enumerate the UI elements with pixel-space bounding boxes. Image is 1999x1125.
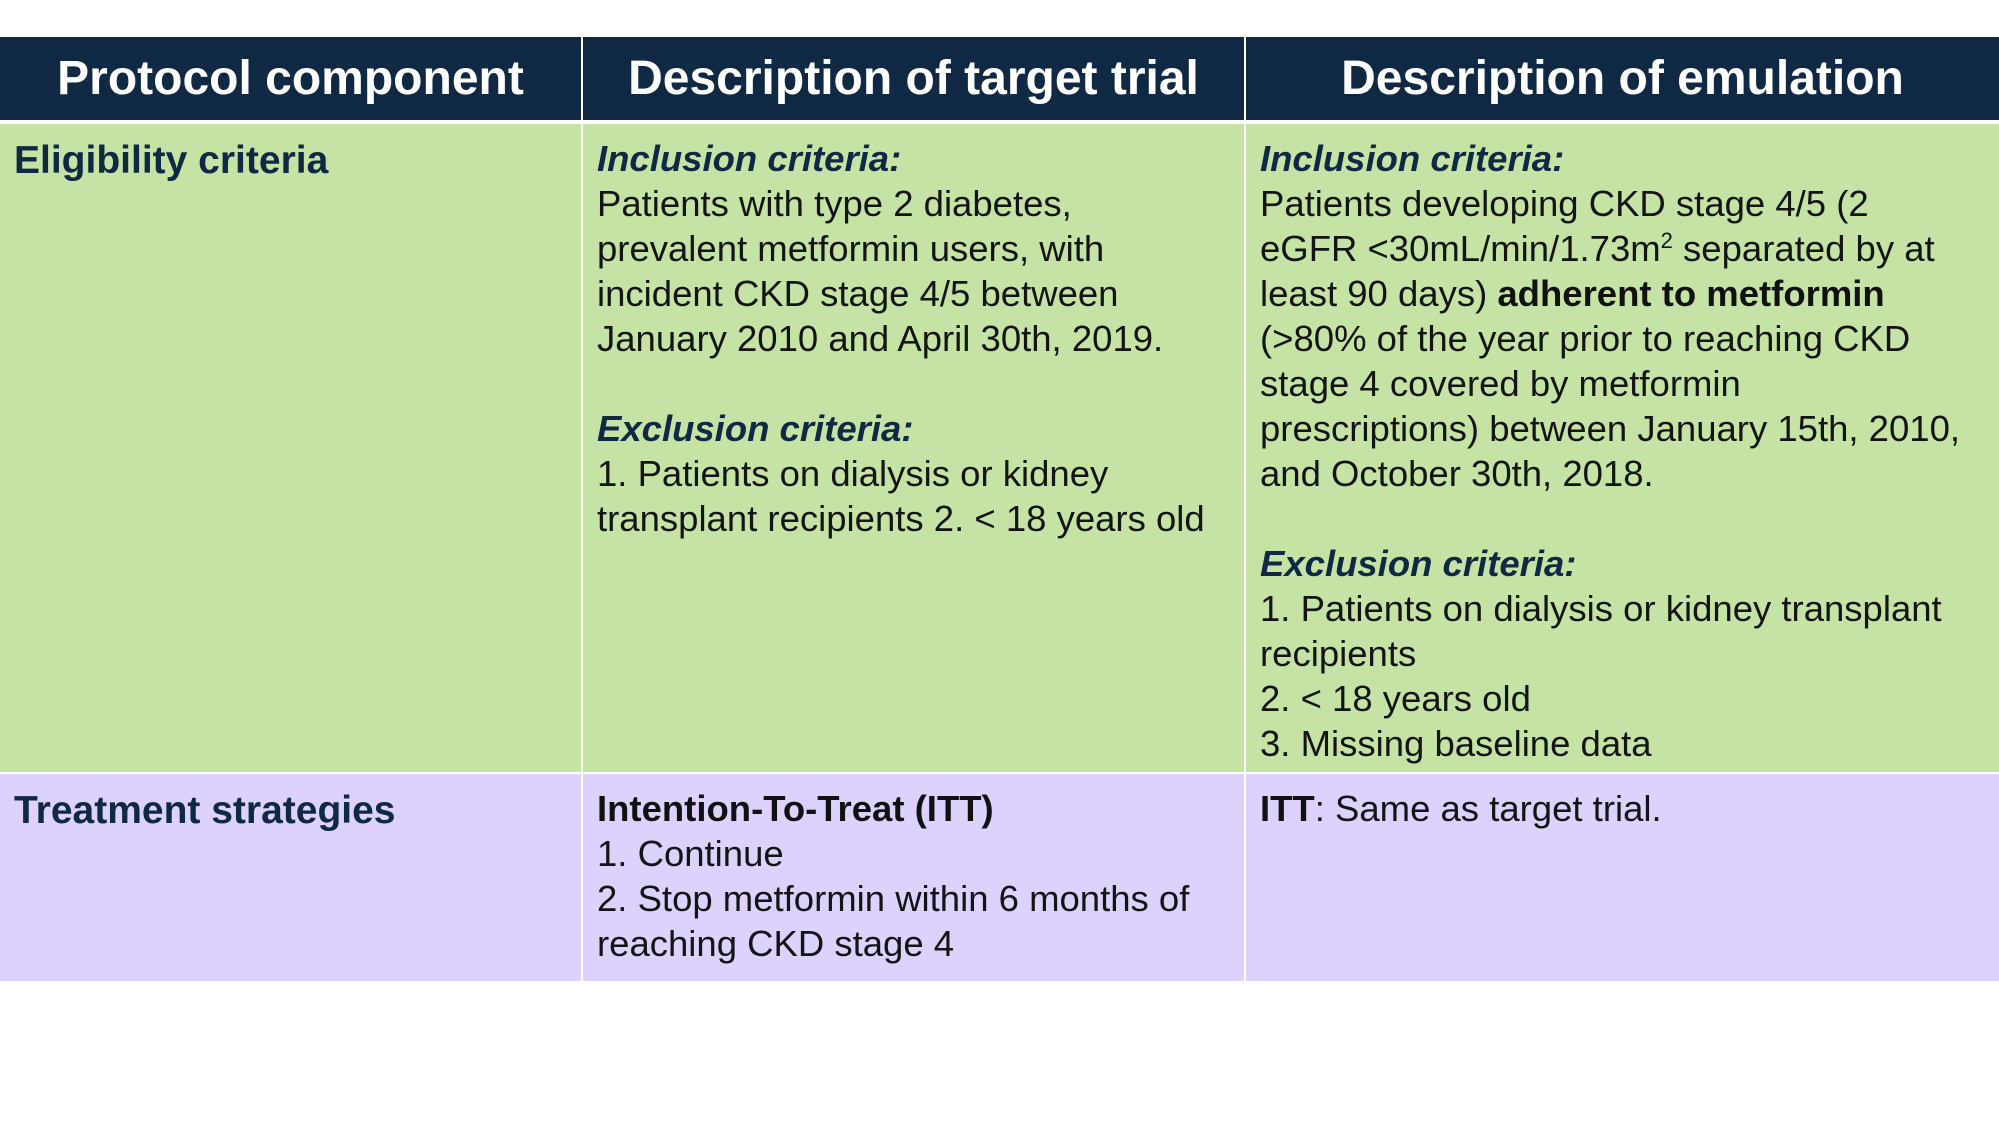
exclusion-heading: Exclusion criteria: bbox=[1260, 543, 1577, 584]
treatment-target-cell: Intention-To-Treat (ITT) 1. Continue 2. … bbox=[581, 774, 1244, 981]
header-target-trial: Description of target trial bbox=[581, 37, 1244, 120]
days-text: least 90 days) bbox=[1260, 273, 1498, 314]
inclusion-heading: Inclusion criteria: bbox=[597, 138, 902, 179]
inclusion-text-line: least 90 days) adherent to metformin bbox=[1260, 271, 1985, 316]
inclusion-text-line: Patients with type 2 diabetes, bbox=[597, 183, 1072, 224]
row-label-treatment: Treatment strategies bbox=[0, 774, 581, 981]
itt-bold-text: ITT bbox=[1260, 788, 1315, 829]
exclusion-text-line: 1. Patients on dialysis or kidney bbox=[597, 453, 1109, 494]
spacer bbox=[597, 361, 1230, 406]
inclusion-text-line: Patients developing CKD stage 4/5 (2 bbox=[1260, 183, 1869, 224]
eligibility-target-cell: Inclusion criteria: Patients with type 2… bbox=[581, 124, 1244, 772]
exclusion-text-line: recipients bbox=[1260, 633, 1417, 674]
header-protocol-component: Protocol component bbox=[0, 37, 581, 120]
inclusion-text-line: incident CKD stage 4/5 between bbox=[597, 273, 1119, 314]
table-row-eligibility: Eligibility criteria Inclusion criteria:… bbox=[0, 124, 1999, 774]
inclusion-heading: Inclusion criteria: bbox=[1260, 138, 1565, 179]
treatment-text-line: 2. Stop metformin within 6 months of bbox=[597, 878, 1190, 919]
header-emulation: Description of emulation bbox=[1244, 37, 1999, 120]
inclusion-text-line: stage 4 covered by metformin bbox=[1260, 363, 1741, 404]
spacer bbox=[1260, 496, 1985, 541]
protocol-table: Protocol component Description of target… bbox=[0, 37, 1999, 981]
exclusion-heading: Exclusion criteria: bbox=[597, 408, 914, 449]
adherent-bold-text: adherent to metformin bbox=[1497, 273, 1885, 314]
eligibility-emulation-cell: Inclusion criteria: Patients developing … bbox=[1244, 124, 1999, 772]
exclusion-text-line: 1. Patients on dialysis or kidney transp… bbox=[1260, 588, 1942, 629]
egfr-text: eGFR <30mL/min/1.73m bbox=[1260, 228, 1661, 269]
exclusion-text-line: transplant recipients 2. < 18 years old bbox=[597, 498, 1205, 539]
treatment-text-line: reaching CKD stage 4 bbox=[597, 923, 955, 964]
table-row-treatment: Treatment strategies Intention-To-Treat … bbox=[0, 774, 1999, 981]
same-as-target-text: : Same as target trial. bbox=[1314, 788, 1662, 829]
table-header-row: Protocol component Description of target… bbox=[0, 37, 1999, 124]
inclusion-text-line: (>80% of the year prior to reaching CKD bbox=[1260, 318, 1911, 359]
treatment-text-line: 1. Continue bbox=[597, 833, 784, 874]
inclusion-text-line: January 2010 and April 30th, 2019. bbox=[597, 318, 1164, 359]
treatment-text-line: ITT: Same as target trial. bbox=[1260, 786, 1985, 831]
superscript-two: 2 bbox=[1660, 227, 1673, 253]
treatment-emulation-cell: ITT: Same as target trial. bbox=[1244, 774, 1999, 981]
inclusion-text-line: prescriptions) between January 15th, 201… bbox=[1260, 408, 1961, 449]
itt-heading: Intention-To-Treat (ITT) bbox=[597, 788, 994, 829]
inclusion-text-line: and October 30th, 2018. bbox=[1260, 453, 1654, 494]
row-label-eligibility: Eligibility criteria bbox=[0, 124, 581, 772]
egfr-text-rest: separated by at bbox=[1672, 228, 1935, 269]
exclusion-text-line: 2. < 18 years old bbox=[1260, 678, 1531, 719]
inclusion-text-line: eGFR <30mL/min/1.73m2 separated by at bbox=[1260, 226, 1985, 271]
exclusion-text-line: 3. Missing baseline data bbox=[1260, 723, 1652, 764]
inclusion-text-line: prevalent metformin users, with bbox=[597, 228, 1105, 269]
